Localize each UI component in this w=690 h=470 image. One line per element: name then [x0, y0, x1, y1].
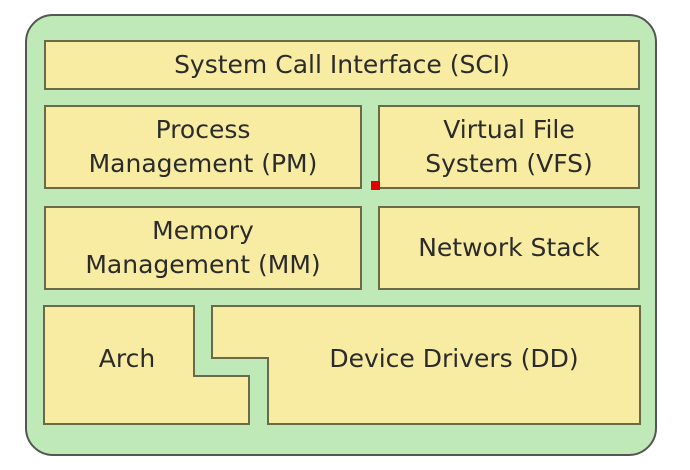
arch-box [43, 305, 250, 425]
pm-box: Process Management (PM) [44, 105, 362, 189]
arch-label: Arch [98, 344, 156, 373]
dd-box [211, 305, 641, 425]
mm-box: Memory Management (MM) [44, 206, 362, 290]
vfs-box: Virtual File System (VFS) [378, 105, 640, 189]
sci-box: System Call Interface (SCI) [44, 40, 640, 90]
network-stack-box: Network Stack [378, 206, 640, 290]
dd-label: Device Drivers (DD) [329, 344, 579, 373]
red-marker [371, 181, 380, 190]
